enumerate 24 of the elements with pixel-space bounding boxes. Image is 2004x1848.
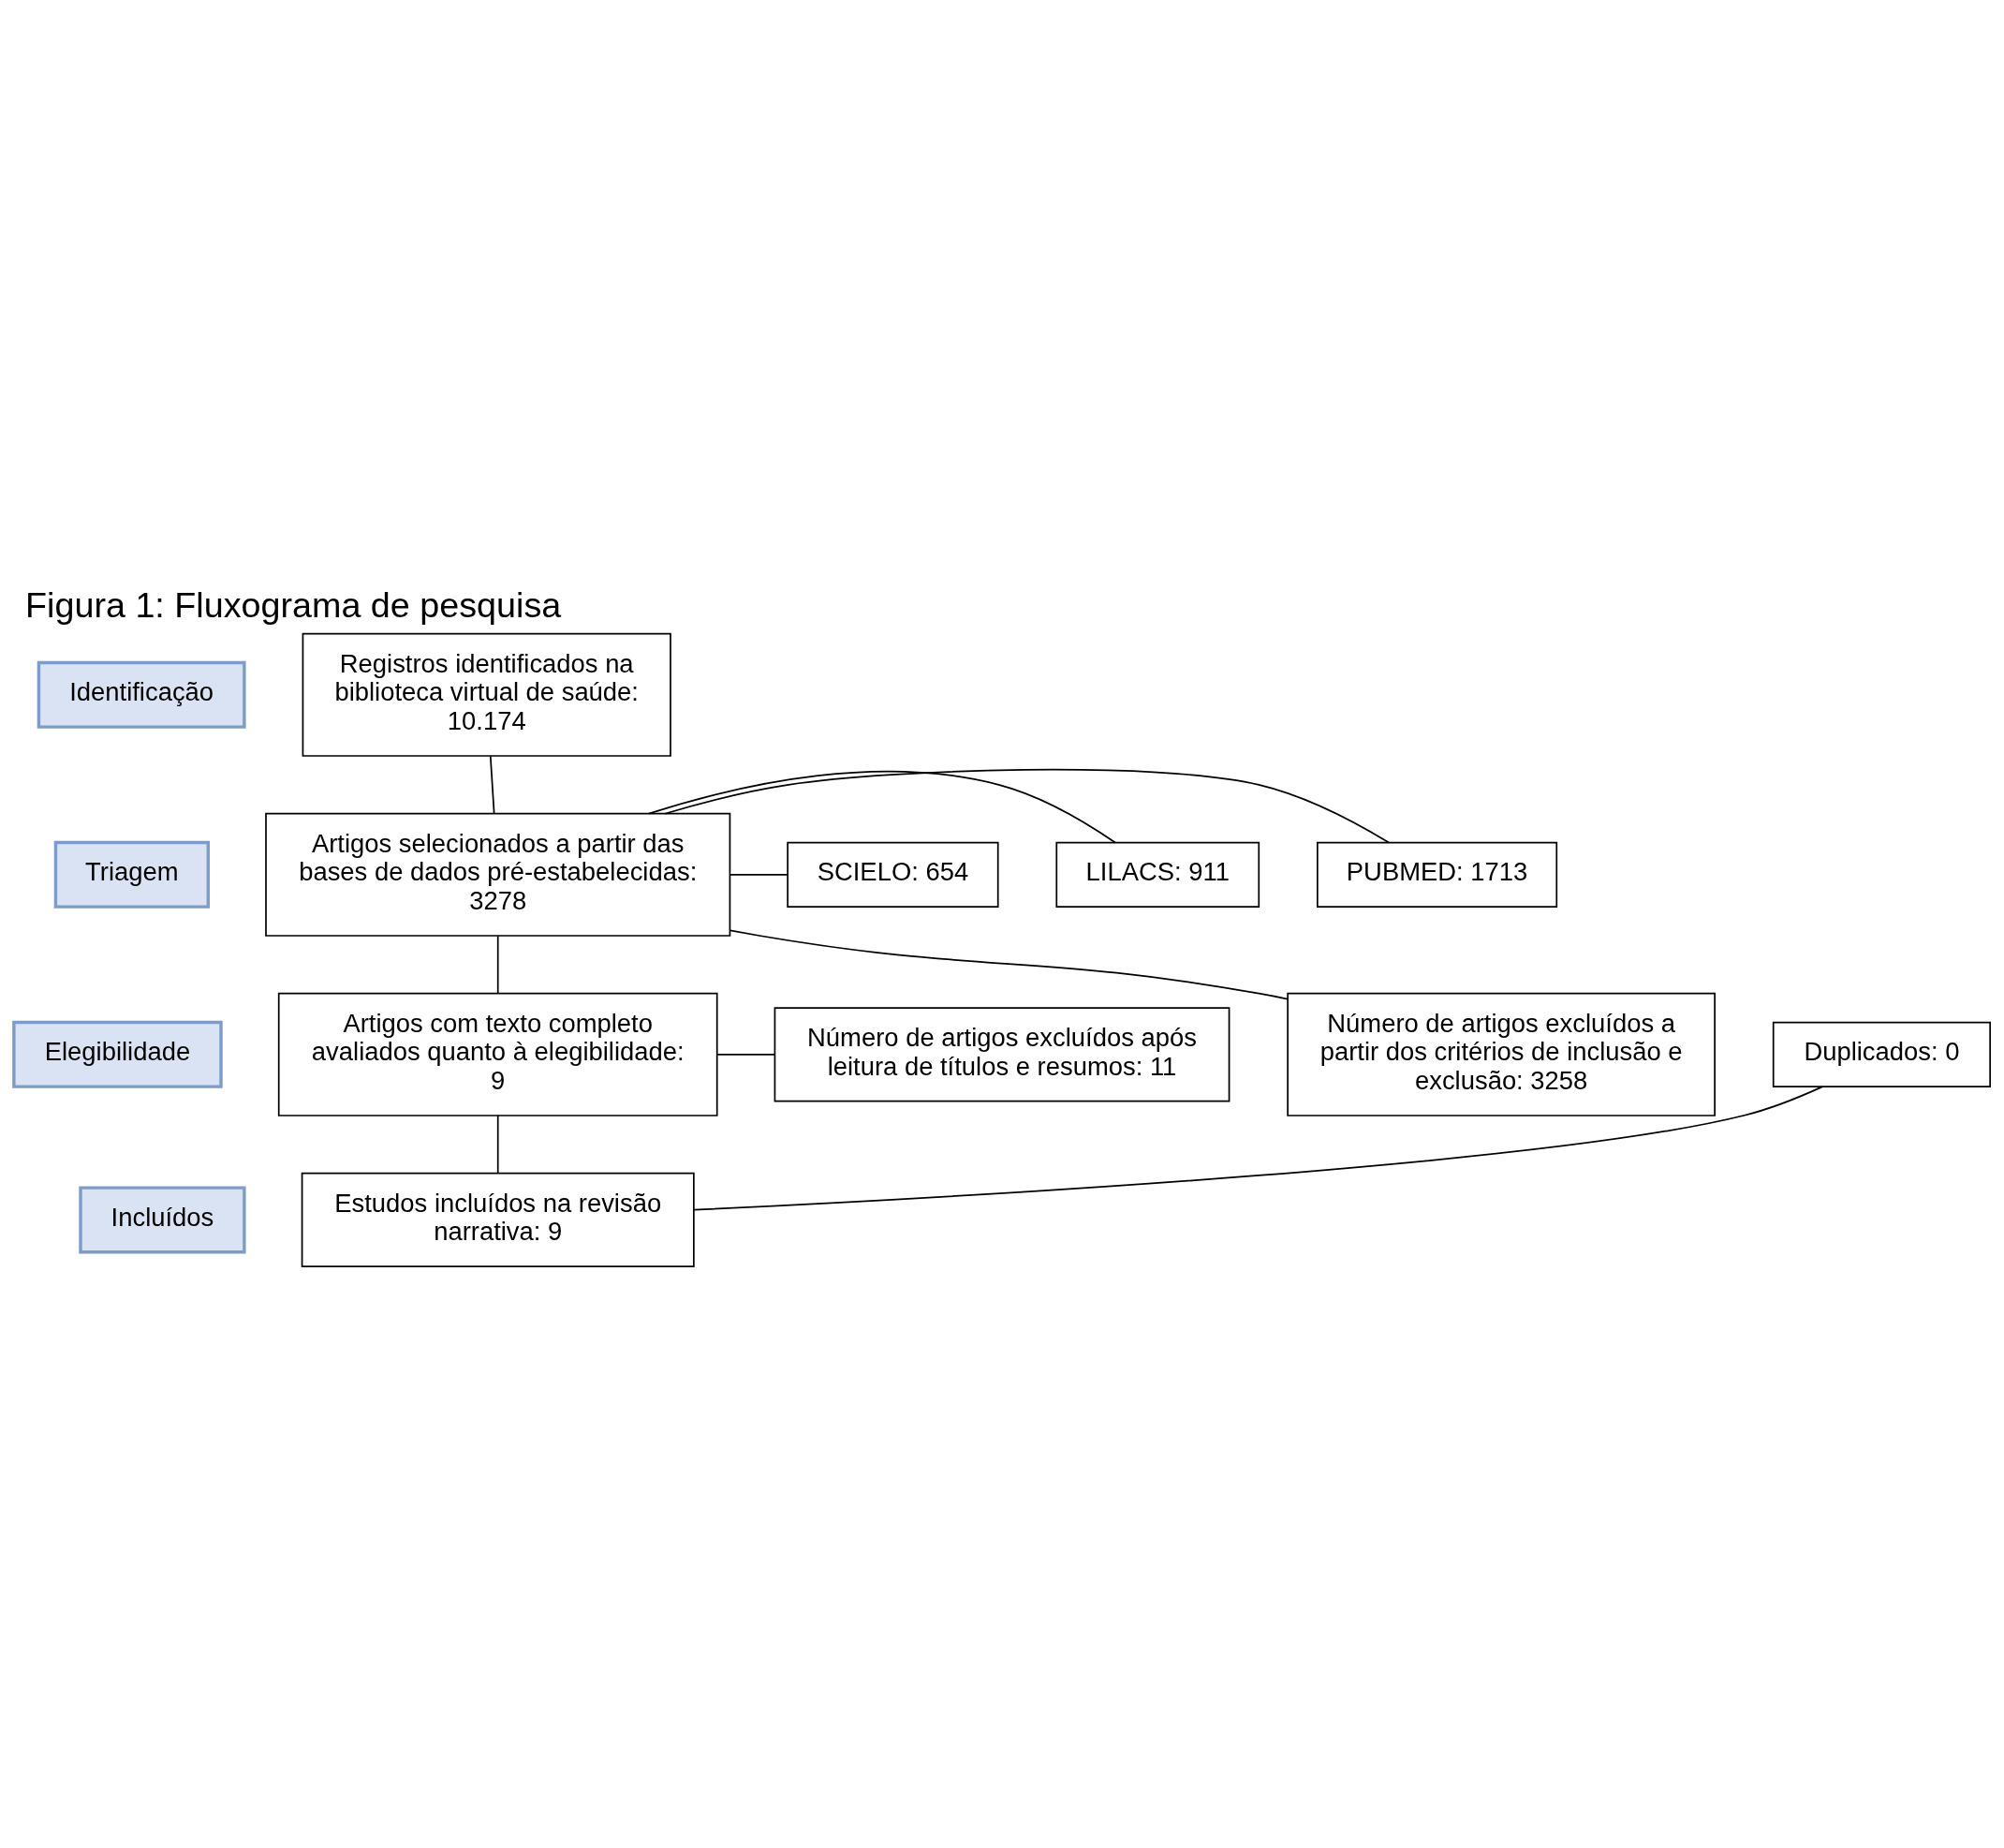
node-box: Artigos selecionados a partir das bases de dados pré-estabelecidas: 3278 (265, 812, 731, 937)
node-box: LILACS: 911 (1055, 841, 1260, 908)
connector (496, 1114, 499, 1174)
connector (693, 1086, 1823, 1211)
node-box: Estudos incluídos na revisão narrativa: 9 (301, 1172, 695, 1267)
connector (729, 873, 788, 876)
node-box: Incluídos (79, 1185, 246, 1253)
connector (496, 935, 499, 994)
node-box: Elegibilidade (12, 1020, 223, 1088)
node-box: PUBMED: 1713 (1317, 841, 1558, 908)
node-box: Identificação (37, 660, 246, 729)
connector (664, 768, 1390, 843)
connector (716, 1053, 776, 1056)
connector (489, 755, 495, 814)
diagram-title: Figura 1: Fluxograma de pesquisa (25, 584, 562, 625)
node-box: Número de artigos excluídos após leitura de títulos e resumos: 11 (774, 1006, 1230, 1101)
node-box: Artigos com texto completo avaliados quanto à elegibilidade: 9 (277, 992, 718, 1116)
node-box: Registros identificados na biblioteca virtual de saúde: 10.174 (302, 632, 671, 757)
node-box: SCIELO: 654 (787, 841, 999, 908)
node-box: Número de artigos excluídos a partir dos critérios de inclusão e exclusão: 3258 (1287, 992, 1716, 1116)
node-box: Duplicados: 0 (1772, 1021, 1991, 1087)
connector (648, 770, 1116, 843)
connector (729, 929, 1289, 999)
node-box: Triagem (53, 840, 210, 909)
